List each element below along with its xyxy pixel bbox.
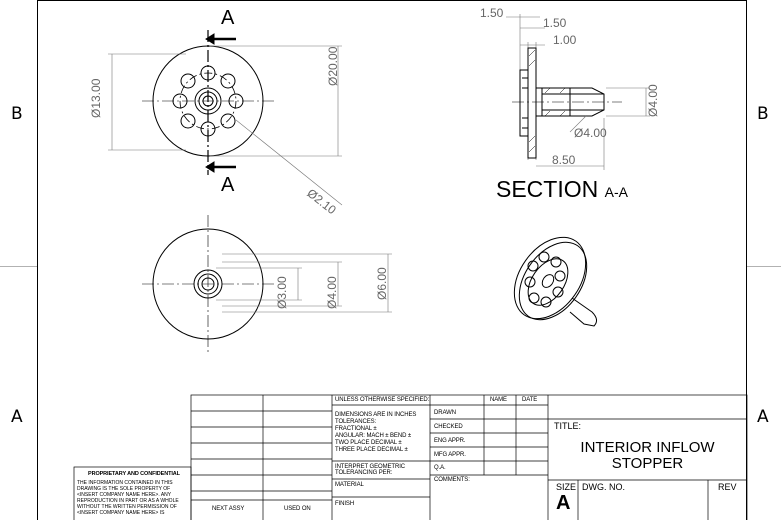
tb-material: MATERIAL: [335, 482, 364, 488]
proprietary-heading: PROPRIETARY AND CONFIDENTIAL: [88, 471, 180, 477]
tb-interpret: INTERPRET GEOMETRIC: [335, 464, 405, 470]
proprietary-line4: REPRODUCTION IN PART OR AS A WHOLE: [77, 498, 179, 504]
section-title-main: SECTION: [496, 176, 599, 202]
zone-letter-left-a: A: [11, 407, 23, 427]
title-block: [73, 394, 748, 520]
tb-mfg-appr: MFG APPR.: [434, 452, 466, 458]
zone-letter-right-a: A: [757, 407, 769, 427]
tb-tolerances: TOLERANCES:: [335, 419, 377, 425]
dim-section-d4-vertical: Ø4.00: [646, 84, 660, 117]
tb-checked: CHECKED: [434, 424, 463, 430]
drawing-title-line1: INTERIOR INFLOW: [580, 439, 715, 456]
tb-date-col: DATE: [522, 397, 538, 403]
dim-section-1-00: 1.00: [553, 33, 577, 47]
tb-size-value: A: [556, 492, 571, 514]
tb-tolerancing: TOLERANCING PER:: [335, 470, 393, 476]
section-cut-label-top: A: [221, 7, 235, 29]
zone-letter-left-b: B: [11, 104, 23, 124]
section-view: [506, 14, 650, 170]
dim-bottom-d6: Ø6.00: [375, 267, 389, 300]
proprietary-line6: <INSERT COMPANY NAME HERE> IS: [77, 510, 165, 516]
zone-letter-right-b: B: [757, 104, 769, 124]
dim-section-d4-horizontal: Ø4.00: [574, 126, 607, 140]
tb-qa: Q.A.: [434, 465, 446, 471]
section-cut-label-bottom: A: [221, 174, 235, 196]
top-view: [108, 30, 343, 206]
tb-dims-in: DIMENSIONS ARE IN INCHES: [335, 412, 417, 418]
proprietary-line1: THE INFORMATION CONTAINED IN THIS: [77, 480, 173, 486]
tb-angular: ANGULAR: MACH ± BEND ±: [335, 433, 412, 439]
bottom-view: [142, 215, 392, 352]
isometric-view: [513, 236, 598, 327]
tb-finish: FINISH: [335, 501, 355, 507]
tb-size-label: SIZE: [556, 482, 577, 492]
proprietary-line3: <INSERT COMPANY NAME HERE>. ANY: [77, 492, 172, 498]
tb-three-place: THREE PLACE DECIMAL ±: [335, 447, 408, 453]
tb-eng-appr: ENG APPR.: [434, 438, 466, 444]
tb-comments: COMMENTS:: [434, 477, 470, 483]
tb-next-assy: NEXT ASSY: [212, 506, 245, 512]
proprietary-line2: DRAWING IS THE SOLE PROPERTY OF: [77, 486, 171, 492]
tb-unless: UNLESS OTHERWISE SPECIFIED:: [335, 397, 430, 403]
dim-section-1-50-a: 1.50: [480, 6, 504, 20]
proprietary-line5: WITHOUT THE WRITTEN PERMISSION OF: [77, 504, 177, 510]
tb-rev: REV: [718, 482, 737, 492]
tb-two-place: TWO PLACE DECIMAL ±: [335, 440, 402, 446]
tb-used-on: USED ON: [284, 506, 311, 512]
section-title-sub: A-A: [604, 184, 628, 200]
dim-section-1-50-b: 1.50: [543, 16, 567, 30]
tb-dwg-no: DWG. NO.: [582, 482, 625, 492]
tb-title-label: TITLE:: [554, 421, 582, 431]
dim-bottom-d3: Ø3.00: [275, 276, 289, 309]
section-title: SECTION A-A: [496, 176, 628, 203]
tb-fractional: FRACTIONAL ±: [335, 426, 377, 432]
tb-drawn: DRAWN: [434, 410, 456, 416]
dim-section-8-50: 8.50: [552, 153, 576, 167]
dim-top-d13: Ø13.00: [89, 78, 103, 118]
drawing-title-line2: STOPPER: [611, 455, 684, 472]
dim-bottom-d4: Ø4.00: [325, 276, 339, 309]
dim-top-d20: Ø20.00: [326, 46, 340, 86]
tb-name-col: NAME: [490, 397, 507, 403]
